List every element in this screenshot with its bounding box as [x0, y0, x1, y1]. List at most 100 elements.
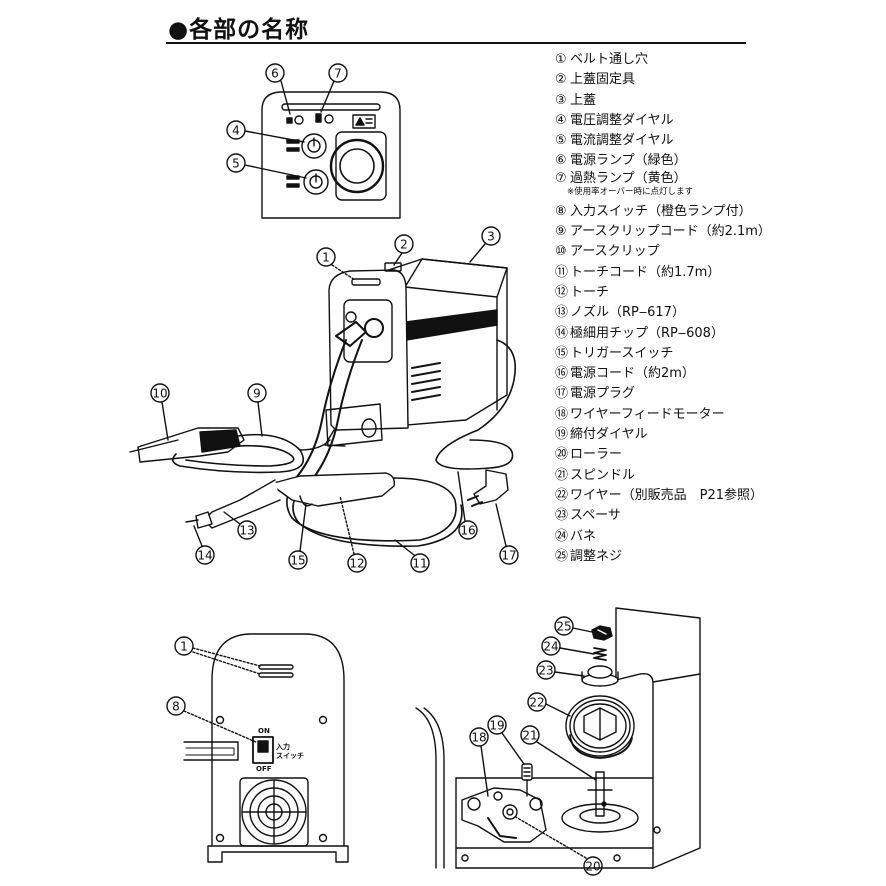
part-number: ⑱ [555, 406, 569, 422]
part-name: 電源ランプ（緑色） [570, 153, 687, 169]
part-name: ローラー [570, 447, 623, 463]
spacer-icon [581, 665, 619, 687]
svg-text:24: 24 [543, 640, 558, 654]
wire-feed-interior: 25 24 23 22 19 21 18 20 [415, 607, 701, 876]
adjust-screw-icon [591, 625, 613, 641]
part-number: ㉕ [555, 548, 569, 564]
voltage-dial-icon [286, 133, 327, 159]
svg-text:19: 19 [489, 719, 504, 733]
welder-body [324, 258, 508, 447]
page-title: ●各部の名称 [168, 17, 310, 43]
part-name: 締付ダイヤル [570, 427, 648, 443]
part-number: ⑨ [555, 224, 567, 240]
part-name: アースクリップコード（約2.1m） [570, 224, 771, 240]
feed-motor-icon [461, 787, 547, 843]
part-name: 上蓋 [570, 92, 597, 108]
part-name: ワイヤー（別販売品 P21参照） [570, 487, 763, 503]
svg-text:2: 2 [400, 238, 408, 252]
earth-clip [129, 427, 331, 474]
part-name: スピンドル [570, 467, 636, 483]
svg-text:25: 25 [556, 620, 571, 634]
svg-text:15: 15 [290, 554, 305, 568]
part-name: スペーサ [570, 508, 621, 524]
front-panel-detail: 6 7 4 5 [226, 63, 401, 219]
callout-5-marker [226, 153, 246, 173]
svg-text:13: 13 [239, 524, 254, 538]
welder-callouts: 1 2 3 10 9 13 14 15 12 11 16 17 [150, 226, 519, 573]
part-number: ④ [555, 112, 567, 128]
rear-switch-off-label: OFF [256, 765, 272, 773]
svg-text:1: 1 [322, 251, 330, 265]
part-number: ⑯ [555, 366, 569, 382]
svg-text:5: 5 [232, 157, 240, 171]
svg-text:10: 10 [152, 387, 167, 401]
warning-label-icon [352, 114, 376, 129]
rear-switch-on-label: ON [258, 727, 270, 735]
svg-text:23: 23 [538, 664, 553, 678]
spindle-icon [561, 771, 639, 833]
svg-text:21: 21 [522, 729, 537, 743]
svg-text:4: 4 [232, 124, 240, 138]
rear-switch-label-2: スイッチ [276, 752, 304, 760]
part-number: ③ [555, 92, 567, 108]
part-name: 電圧調整ダイヤル [570, 112, 674, 128]
svg-text:14: 14 [197, 549, 212, 563]
part-number: ⑰ [555, 386, 569, 402]
part-name: 電源プラグ [570, 386, 636, 402]
svg-text:11: 11 [412, 557, 427, 571]
part-name: 上蓋固定具 [570, 72, 636, 88]
fan-grill-icon [239, 777, 309, 847]
part-name: 極細用チップ（RP‒608） [570, 325, 724, 341]
part-name: 過熱ランプ（黄色） [570, 170, 687, 186]
part-number: ⑳ [555, 447, 569, 463]
part-name: トリガースイッチ [570, 345, 674, 361]
svg-text:22: 22 [529, 696, 544, 710]
part-name: バネ [570, 528, 597, 544]
part-name: ノズル（RP‒617） [570, 305, 685, 321]
torch-cable [286, 321, 463, 547]
callout-4-marker [226, 120, 246, 140]
part-name: ベルト通し穴 [570, 52, 649, 67]
torch-gun [185, 472, 396, 529]
svg-text:18: 18 [471, 731, 486, 745]
part-number: ⑥ [555, 153, 567, 169]
svg-text:16: 16 [460, 524, 475, 538]
part-number: ⑲ [555, 427, 569, 443]
power-switch-icon [252, 736, 274, 764]
clamp-dial-icon [521, 763, 533, 797]
part-number: ⑫ [555, 284, 569, 300]
svg-text:8: 8 [172, 700, 180, 714]
part-number: ⑮ [555, 345, 569, 361]
part-number: ㉑ [555, 467, 569, 483]
part-name: 入力スイッチ（橙色ランプ付） [570, 203, 752, 219]
spring-icon [593, 647, 607, 661]
part-name: トーチ [570, 284, 610, 300]
svg-text:9: 9 [253, 387, 261, 401]
rear-switch-label-1: 入力 [276, 743, 290, 751]
part-name: ワイヤーフィードモーター [570, 406, 725, 422]
overheat-lamp-icon [315, 113, 334, 124]
torch-socket-icon [329, 131, 387, 201]
part-number: ⑬ [555, 305, 569, 321]
power-cord [435, 339, 516, 507]
svg-text:1: 1 [180, 640, 188, 654]
title-bar: ●各部の名称 [166, 8, 746, 44]
part-name: トーチコード（約1.7m） [570, 264, 721, 280]
part-number: ⑭ [555, 325, 569, 341]
